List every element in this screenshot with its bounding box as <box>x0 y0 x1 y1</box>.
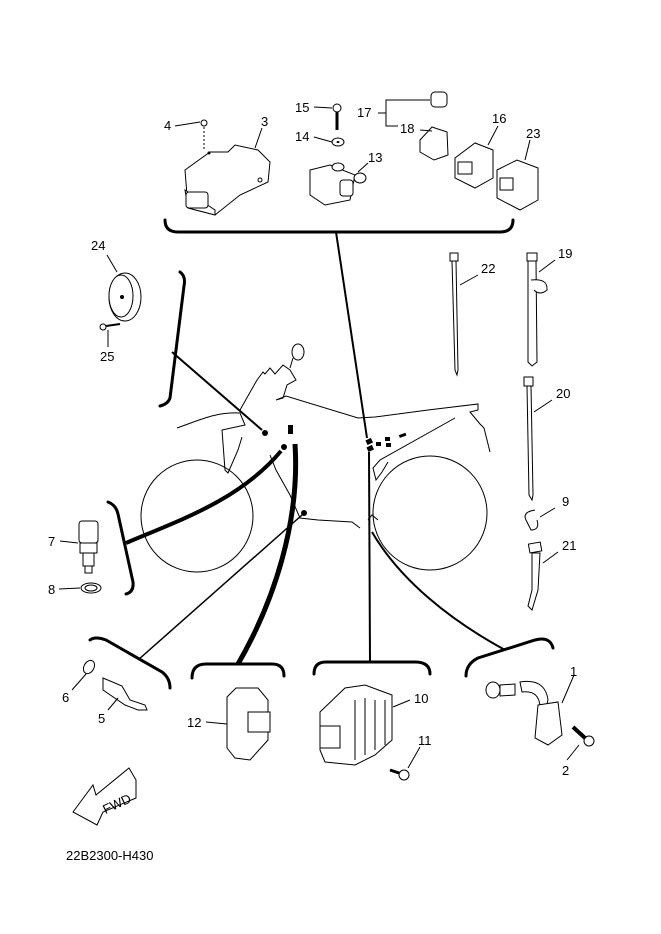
label-24: 24 <box>91 238 105 253</box>
motorcycle-outline <box>140 343 491 573</box>
part-washer-14[interactable] <box>331 137 345 147</box>
part-washer-6[interactable] <box>81 658 97 675</box>
label-8: 8 <box>48 582 55 597</box>
label-23: 23 <box>526 126 540 141</box>
label-17: 17 <box>357 105 371 120</box>
label-14: 14 <box>295 129 309 144</box>
part-bolt-4[interactable] <box>200 119 208 150</box>
label-19: 19 <box>558 246 572 261</box>
fwd-arrow: FWD <box>72 767 137 826</box>
label-21: 21 <box>562 538 576 553</box>
label-2: 2 <box>562 763 569 778</box>
part-cable-tie-22[interactable] <box>449 252 459 377</box>
part-relay-17[interactable] <box>430 91 448 108</box>
part-cable-tie-19[interactable] <box>526 252 548 367</box>
label-4: 4 <box>164 118 171 133</box>
label-12: 12 <box>187 715 201 730</box>
part-washer-8[interactable] <box>80 582 102 594</box>
label-10: 10 <box>414 691 428 706</box>
label-3: 3 <box>261 114 268 129</box>
part-labels: 4 3 15 14 13 17 18 16 23 24 25 22 19 20 … <box>48 99 580 778</box>
part-cable-tie-20[interactable] <box>523 376 534 502</box>
label-5: 5 <box>98 711 105 726</box>
part-screw-15[interactable] <box>332 103 342 130</box>
part-regulator-10[interactable] <box>319 684 393 766</box>
part-band-21[interactable] <box>527 541 543 611</box>
part-sensor-7[interactable] <box>78 520 99 574</box>
label-6: 6 <box>62 690 69 705</box>
part-unit-12[interactable] <box>226 687 271 761</box>
part-horn-24[interactable] <box>108 272 142 322</box>
label-22: 22 <box>481 261 495 276</box>
part-ecu-3[interactable] <box>184 144 271 216</box>
diagram-code: 22B2300-H430 <box>66 848 154 863</box>
part-relay-23[interactable] <box>496 159 539 211</box>
part-clip-9[interactable] <box>524 509 539 531</box>
leader-lines <box>125 231 506 666</box>
label-13: 13 <box>368 150 382 165</box>
brackets <box>88 218 555 690</box>
label-1: 1 <box>570 664 577 679</box>
label-20: 20 <box>556 386 570 401</box>
part-bolt-11[interactable] <box>389 768 410 781</box>
part-switch-1[interactable] <box>485 680 563 746</box>
label-16: 16 <box>492 111 506 126</box>
label-9: 9 <box>562 494 569 509</box>
label-18: 18 <box>400 121 414 136</box>
label-11: 11 <box>418 733 432 748</box>
part-sensor-5[interactable] <box>102 677 148 711</box>
part-bolt-25[interactable] <box>99 323 121 331</box>
harness-points <box>262 425 407 516</box>
part-relay-18[interactable] <box>419 126 449 161</box>
label-25: 25 <box>100 349 114 364</box>
part-bolt-2[interactable] <box>571 725 595 747</box>
label-15: 15 <box>295 100 309 115</box>
part-relay-16[interactable] <box>454 142 494 189</box>
part-sensor-13[interactable] <box>309 162 367 206</box>
label-7: 7 <box>48 534 55 549</box>
